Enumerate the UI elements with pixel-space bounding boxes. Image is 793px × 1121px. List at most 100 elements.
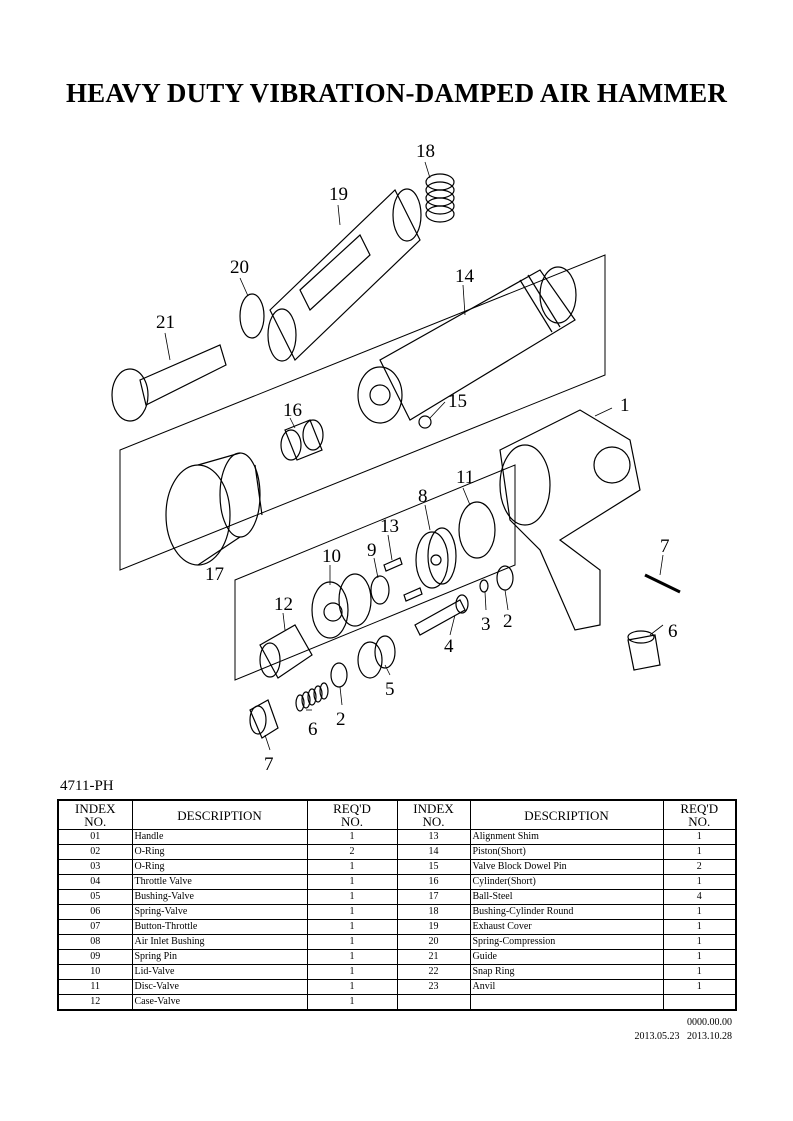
o-ring-lower-drawing	[330, 662, 348, 688]
cell-r-desc: Bushing-Cylinder Round	[469, 904, 664, 920]
o-ring-small-drawing	[479, 579, 489, 593]
cell-r-req: 2	[662, 859, 737, 875]
cell-r-req: 1	[662, 829, 737, 845]
part-labels: 18 19 20 21 14 15 16 1 11 8 13 9 10 17 1…	[156, 141, 678, 775]
document-number: 0000.00.00	[687, 1017, 732, 1028]
button-throttle-drawing	[249, 699, 279, 739]
header-index-right: INDEX NO.	[396, 799, 471, 830]
cell-l-desc: Case-Valve	[131, 994, 308, 1011]
cell-l-desc: O-Ring	[131, 859, 308, 875]
cell-l-index: 01	[57, 829, 133, 845]
cell-l-index: 10	[57, 964, 133, 980]
cell-r-desc: Exhaust Cover	[469, 919, 664, 935]
cell-l-desc: Handle	[131, 829, 308, 845]
cell-l-desc: Bushing-Valve	[131, 889, 308, 905]
cell-r-index: 22	[396, 964, 471, 980]
label-19: 17	[205, 564, 224, 585]
cell-l-req: 1	[306, 874, 398, 890]
anvil-drawing	[111, 344, 227, 422]
snap-ring-drawing	[239, 293, 265, 339]
label-11: 9	[367, 540, 377, 561]
label-2-upper: 2	[503, 611, 513, 632]
cell-r-index: 16	[396, 874, 471, 890]
throttle-valve-drawing	[414, 594, 469, 636]
document-title: HEAVY DUTY VIBRATION-DAMPED AIR HAMMER	[65, 78, 728, 108]
piston-drawing	[259, 624, 313, 679]
model-number: 4711-PH	[60, 778, 114, 794]
cell-l-req: 1	[306, 919, 398, 935]
label-23: 21	[156, 312, 175, 333]
spring-compression-drawing	[425, 173, 455, 223]
cell-r-index: 17	[396, 889, 471, 905]
cell-r-desc: Valve Block Dowel Pin	[469, 859, 664, 875]
cell-r-req: 1	[662, 979, 737, 995]
label-10: 8	[418, 486, 428, 507]
cell-l-index: 08	[57, 934, 133, 950]
cell-l-req: 1	[306, 964, 398, 980]
cell-l-req: 1	[306, 829, 398, 845]
upper-group-frame	[119, 254, 606, 571]
cell-r-req: 1	[662, 934, 737, 950]
handle-drawing	[499, 409, 641, 631]
label-12: 10	[322, 546, 341, 567]
cell-r-index: 15	[396, 859, 471, 875]
label-18: 16	[283, 400, 302, 421]
label-6-visible: 6	[308, 719, 318, 740]
cell-r-index: 13	[396, 829, 471, 845]
ball-steel-drawing	[418, 415, 432, 429]
cell-r-index: 18	[396, 904, 471, 920]
label-14: 12	[274, 594, 293, 615]
label-7-visible: 7	[264, 754, 274, 775]
cell-l-index: 06	[57, 904, 133, 920]
cell-r-req	[662, 994, 737, 1011]
label-8: 6	[668, 621, 678, 642]
label-17: 15	[448, 391, 467, 412]
lid-valve-drawing	[415, 527, 457, 589]
header-description-right: DESCRIPTION	[469, 799, 664, 830]
label-21: 19	[329, 184, 348, 205]
cell-r-req: 1	[662, 874, 737, 890]
label-1: 1	[620, 395, 630, 416]
diagram-svg: 18 19 20 21 14 15 16 1 11 8 13 9 10 17 1…	[111, 141, 681, 775]
spring-valve-drawing	[295, 682, 329, 712]
cell-l-desc: Air Inlet Bushing	[131, 934, 308, 950]
cell-r-index: 20	[396, 934, 471, 950]
label-4: 4	[444, 636, 454, 657]
disc-valve-drawing	[370, 575, 390, 605]
label-22: 20	[230, 257, 249, 278]
dowel-pin-drawing	[383, 557, 423, 602]
bushing-cylinder-drawing	[280, 419, 324, 461]
table-header-row: INDEX NO. DESCRIPTION REQ'D NO. INDEX NO…	[57, 799, 737, 830]
cell-l-index: 03	[57, 859, 133, 875]
label-5: 5	[385, 679, 395, 700]
cell-l-index: 04	[57, 874, 133, 890]
cell-l-desc: Throttle Valve	[131, 874, 308, 890]
lower-group-frame	[234, 464, 516, 681]
label-3: 3	[481, 614, 491, 635]
cell-l-index: 12	[57, 994, 133, 1011]
cell-r-desc: Spring-Compression	[469, 934, 664, 950]
parts-list-table: INDEX NO. DESCRIPTION REQ'D NO. INDEX NO…	[57, 799, 737, 1011]
exploded-parts-diagram: 18 19 20 21 14 15 16 1 11 8 13 9 10 17 1…	[0, 120, 793, 780]
alignment-shim-drawing	[458, 501, 496, 559]
header-reqd-left: REQ'D NO.	[306, 799, 398, 830]
label-13: 11	[456, 467, 474, 488]
leader-lines	[164, 161, 664, 751]
header-description-left: DESCRIPTION	[131, 799, 308, 830]
label-9: 7	[660, 536, 670, 557]
cell-l-req: 1	[306, 889, 398, 905]
cell-l-req: 1	[306, 859, 398, 875]
cell-r-desc: Cylinder(Short)	[469, 874, 664, 890]
cell-r-req: 1	[662, 964, 737, 980]
cell-r-req: 1	[662, 844, 737, 860]
cell-r-desc: Guide	[469, 949, 664, 965]
cell-r-index: 23	[396, 979, 471, 995]
